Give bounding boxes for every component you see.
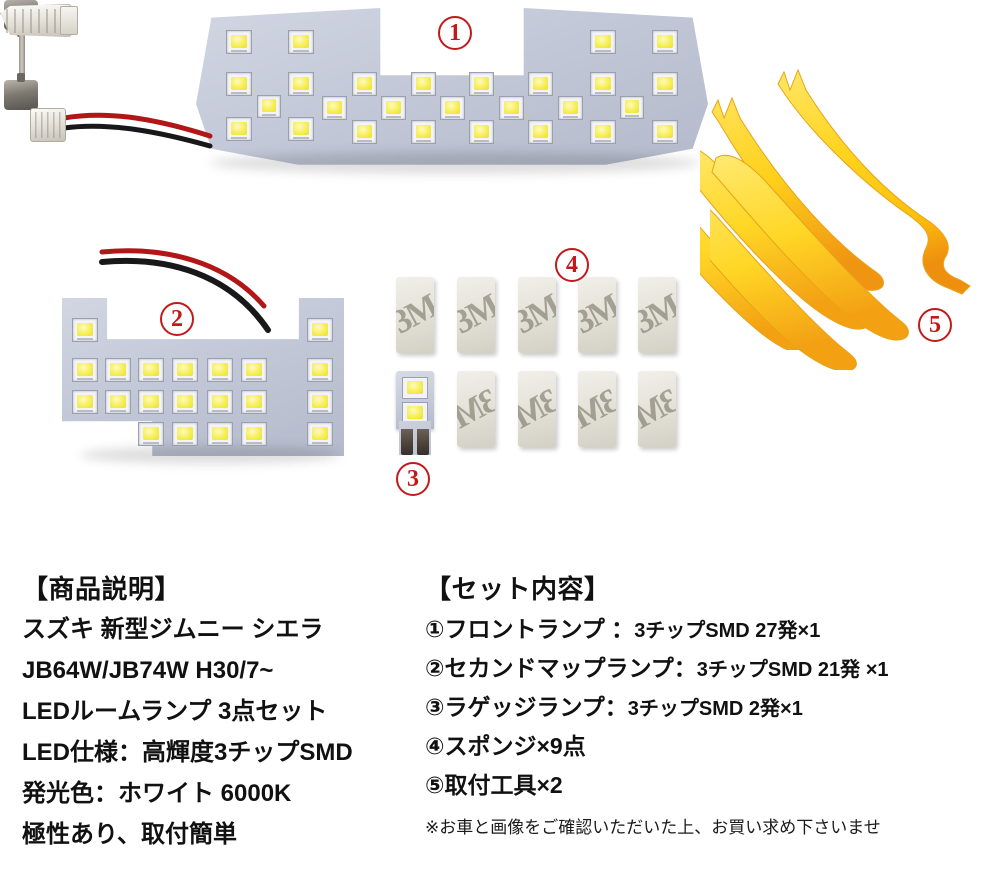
- sponge-pad: 3M: [578, 277, 616, 353]
- sponge-3m-logo: 3M: [396, 287, 434, 342]
- set-item-4-index: ④: [425, 732, 445, 759]
- sponge-pad: 3M: [457, 277, 495, 353]
- pry-tool-3: [711, 154, 909, 341]
- set-item-2-spec: 3チップSMD 21発 ×1: [696, 658, 889, 681]
- festoon-connector-plug: [30, 108, 66, 142]
- set-item-2-index: ②: [425, 654, 445, 681]
- description-line-2: JB64W/JB74W H30/7~: [22, 656, 274, 684]
- sponge-pad: 3M: [638, 277, 676, 353]
- set-item-3-spec: 3チップSMD 2発×1: [627, 697, 803, 720]
- sponge-pad: 3M: [638, 371, 676, 447]
- set-item-1-spec: 3チップSMD 27発×1: [634, 619, 821, 642]
- set-item-2: ②セカンドマップランプ：3チップSMD 21発 ×1: [425, 654, 970, 681]
- description-line-6: 極性あり、取付簡単: [22, 820, 238, 848]
- trim-removal-pry-tools: [700, 50, 982, 370]
- description-heading: 【商品説明】: [22, 574, 182, 604]
- set-item-1: ①フロントランプ ：3チップSMD 27発×1: [425, 615, 970, 642]
- set-contents-column: 【セット内容】 ①フロントランプ ：3チップSMD 27発×1 ②セカンドマップ…: [425, 575, 970, 838]
- sponge-pad: 3M: [518, 371, 556, 447]
- marker-2: 2: [160, 302, 194, 336]
- sponge-3m-logo: 3M: [578, 287, 616, 342]
- set-contents-heading: 【セット内容】: [425, 574, 611, 604]
- set-item-4-name: スポンジ×9点: [444, 732, 586, 759]
- set-item-5-name: 取付工具×2: [444, 771, 563, 798]
- pry-tool-4: [710, 209, 857, 370]
- description-line-5: 発光色：ホワイト 6000K: [22, 779, 292, 807]
- t10-socket-ribs: [6, 9, 68, 33]
- sponge-pad: 3M: [457, 371, 495, 447]
- bulb3-led-top: [402, 377, 428, 399]
- description-column: 【商品説明】 スズキ 新型ジムニー シエラ JB64W/JB74W H30/7~…: [22, 575, 422, 864]
- set-item-2-name: セカンドマップランプ：: [444, 654, 697, 681]
- panel1-wire: [61, 112, 213, 149]
- panel2-shadow: [80, 446, 340, 464]
- product-text-area: 【商品説明】 スズキ 新型ジムニー シエラ JB64W/JB74W H30/7~…: [0, 575, 982, 885]
- t10-socket-collar: [60, 6, 78, 35]
- panel2-wire: [99, 248, 271, 333]
- set-item-5-index: ⑤: [425, 771, 445, 798]
- description-line-3: LEDルームランプ 3点セット: [22, 697, 328, 725]
- marker-1: 1: [438, 16, 472, 50]
- sponge-3m-logo: 3M: [518, 381, 556, 436]
- panel1-shadow: [210, 152, 700, 174]
- marker-3: 3: [396, 462, 430, 496]
- set-item-1-index: ①: [425, 615, 445, 642]
- set-item-4: ④スポンジ×9点: [425, 732, 970, 759]
- sponge-3m-logo: 3M: [638, 381, 676, 436]
- sponge-3m-logo: 3M: [518, 287, 556, 342]
- description-line-1: スズキ 新型ジムニー シエラ: [22, 615, 324, 643]
- sponge-3m-logo: 3M: [578, 381, 616, 436]
- set-item-3-name: ラゲッジランプ：: [444, 693, 628, 720]
- purchase-footnote: ※お車と画像をご確認いただいた上、お買い求め下さいませ: [425, 817, 881, 837]
- sponge-3m-logo: 3M: [457, 381, 495, 436]
- sponge-pad: 3M: [396, 277, 434, 353]
- bulb3-contact-left: [401, 429, 413, 455]
- marker-4: 4: [555, 248, 589, 282]
- description-line-4: LED仕様：高輝度3チップSMD: [22, 738, 353, 766]
- pry-tool-group-lower: [710, 154, 909, 370]
- festoon-rod: [19, 26, 25, 84]
- sponge-pad: 3M: [518, 277, 556, 353]
- sponge-3m-logo: 3M: [457, 287, 495, 342]
- marker-5: 5: [918, 308, 952, 342]
- festoon-cap-bottom: [4, 73, 38, 110]
- set-item-3-index: ③: [425, 693, 445, 720]
- set-item-3: ③ラゲッジランプ：3チップSMD 2発×1: [425, 693, 970, 720]
- sponge-pad: 3M: [578, 371, 616, 447]
- set-item-5: ⑤取付工具×2: [425, 771, 970, 798]
- sponge-3m-logo: 3M: [638, 287, 676, 342]
- bulb3-contact-right: [417, 429, 429, 455]
- set-item-1-name: フロントランプ ：: [444, 615, 635, 642]
- luggage-lamp-t10-bulb: [396, 371, 434, 455]
